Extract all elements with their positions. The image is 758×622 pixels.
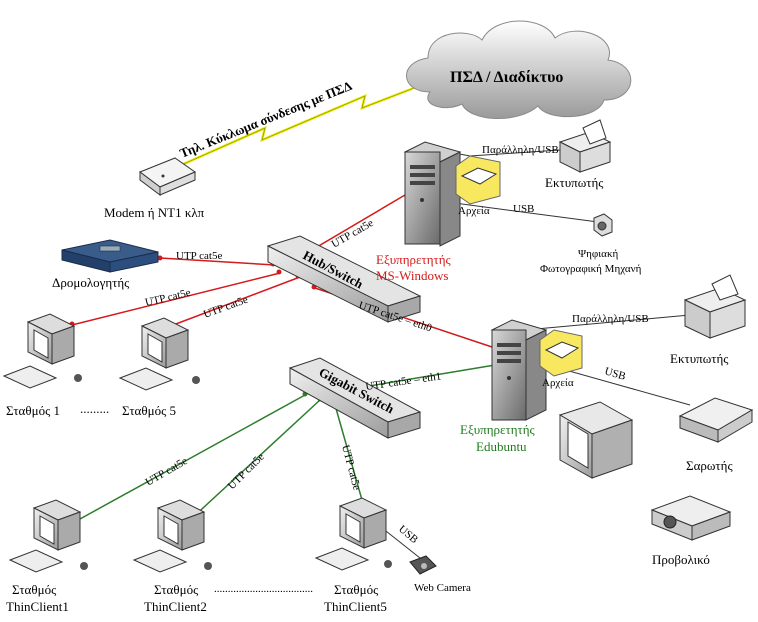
link-gigabit-tc1	[59, 394, 306, 531]
camera-label-1: Ψηφιακή	[578, 248, 618, 260]
printer-mid-icon	[683, 274, 747, 339]
label-gig-tc1: UTP cat5e	[144, 455, 190, 489]
station-1-label: Σταθμός 1	[6, 403, 60, 418]
edubuntu-server-label-1: Εξυπηρετητής	[460, 422, 536, 437]
edubuntu-folder-icon	[539, 329, 583, 377]
tc-dots: ....................................	[214, 583, 313, 595]
link-hub-station5	[159, 276, 301, 331]
cloud-label: ΠΣΔ / Διαδίκτυο	[450, 69, 563, 86]
windows-server-icon	[403, 141, 462, 247]
station-5-label: Σταθμός 5	[122, 403, 176, 418]
windows-folder-icon	[455, 155, 501, 205]
lightning-bolt	[169, 76, 441, 172]
link-gigabit-tc2	[189, 399, 321, 521]
modem-label: Modem ή NT1 κλπ	[104, 205, 205, 220]
label-edu-scanner: USB	[603, 365, 627, 382]
label-gig-tc2: UTP cat5e	[226, 451, 267, 492]
label-hub-s5: UTP cat5e	[202, 294, 250, 321]
printer-top-icon	[558, 119, 612, 173]
scanner-label: Σαρωτής	[686, 458, 733, 473]
station-dots: .........	[80, 401, 109, 416]
tc5-label-1: Σταθμός	[334, 582, 379, 597]
windows-server-label-1: Εξυπηρετητής	[376, 252, 452, 267]
gigabit-switch	[288, 357, 422, 439]
label-edu-printer: Παράλληλη/USB	[572, 313, 649, 325]
router-icon	[61, 239, 159, 273]
lightning-label: Τηλ. Κύκλωμα σύνδεσης με ΠΣΔ	[178, 78, 354, 161]
tc5-label-2: ThinClient5	[324, 599, 387, 614]
label-hub-s1: UTP cat5e	[144, 287, 192, 309]
camera-label-2: Φωτογραφική Μηχανή	[540, 263, 642, 275]
tc2-label-2: ThinClient2	[144, 599, 207, 614]
link-edubuntu-printer	[524, 314, 691, 331]
cloud-icon	[406, 20, 632, 119]
router-label: Δρομολογητής	[52, 275, 130, 290]
label-tc5-webcam: USB	[396, 523, 420, 546]
projector-label: Προβολικό	[652, 552, 710, 567]
label-gig-tc5: UTP cat5e	[339, 444, 363, 492]
link-hub-station1	[71, 272, 281, 326]
tc2-label-1: Σταθμός	[154, 582, 199, 597]
windows-server-label-2: MS-Windows	[376, 268, 448, 283]
label-router-hub: UTP cat5e	[176, 250, 222, 262]
tc1-label-1: Σταθμός	[12, 582, 57, 597]
printer-top-label: Εκτυπωτής	[545, 175, 604, 190]
thinclient-1-icon	[8, 499, 88, 573]
workstation-5-icon	[118, 317, 200, 391]
hub-switch	[266, 235, 422, 323]
printer-mid-label: Εκτυπωτής	[670, 351, 729, 366]
camera-icon	[593, 213, 613, 237]
edubuntu-folder-label: Αρχεία	[542, 377, 574, 389]
windows-folder-label: Αρχεία	[458, 205, 490, 217]
webcam-icon	[409, 555, 437, 575]
edubuntu-server-icon	[490, 319, 548, 421]
tc1-label-2: ThinClient1	[6, 599, 69, 614]
scanner-icon	[678, 397, 754, 443]
monitor-big-icon	[558, 401, 634, 479]
projector-icon	[650, 495, 732, 541]
label-hub-win: UTP cat5e	[330, 217, 376, 251]
workstation-1-icon	[2, 313, 82, 389]
link-gigabit-tc5	[334, 404, 363, 501]
thinclient-2-icon	[132, 499, 212, 573]
label-win-camera: USB	[513, 203, 534, 215]
thinclient-5-icon	[314, 497, 392, 571]
label-gig-edu: UTP cat5e – eth1	[365, 370, 442, 392]
webcam-label: Web Camera	[414, 582, 471, 594]
label-win-printer: Παράλληλη/USB	[482, 144, 559, 156]
modem-icon	[138, 157, 197, 196]
edubuntu-server-label-2: Edubuntu	[476, 439, 527, 454]
link-router-hub	[159, 257, 276, 266]
